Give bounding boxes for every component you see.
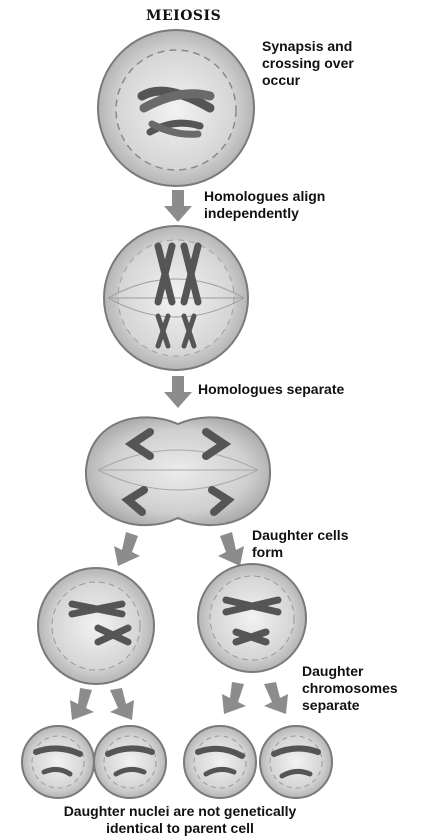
- arrow-4d: [264, 682, 288, 714]
- arrow-down-right: [218, 532, 244, 566]
- daughter-nucleus-3: [184, 726, 256, 798]
- label-daughter-cells: Daughter cells form: [252, 527, 348, 561]
- arrow-4c: [222, 682, 246, 714]
- label-daughter-chromosomes: Daughter chromosomes separate: [302, 663, 398, 714]
- daughter-nucleus-4: [260, 726, 332, 798]
- label-synapsis: Synapsis and crossing over occur: [262, 38, 354, 89]
- arrow-down-2: [164, 376, 192, 408]
- daughter-cell-right: [198, 564, 306, 672]
- cell-alignment: [104, 226, 248, 370]
- cell-synapsis: [98, 30, 254, 186]
- label-align: Homologues align independently: [204, 188, 325, 222]
- arrow-down-1: [164, 190, 192, 222]
- diagram-title: MEIOSIS: [146, 8, 221, 24]
- daughter-cell-left: [38, 568, 154, 684]
- cell-separation: [86, 417, 270, 525]
- daughter-nucleus-1: [22, 726, 94, 798]
- arrow-4a: [70, 688, 94, 720]
- label-separate: Homologues separate: [198, 381, 344, 398]
- arrow-4b: [110, 688, 134, 720]
- arrow-down-left: [114, 532, 140, 566]
- label-conclusion: Daughter nuclei are not genetically iden…: [30, 803, 330, 837]
- daughter-nucleus-2: [94, 726, 166, 798]
